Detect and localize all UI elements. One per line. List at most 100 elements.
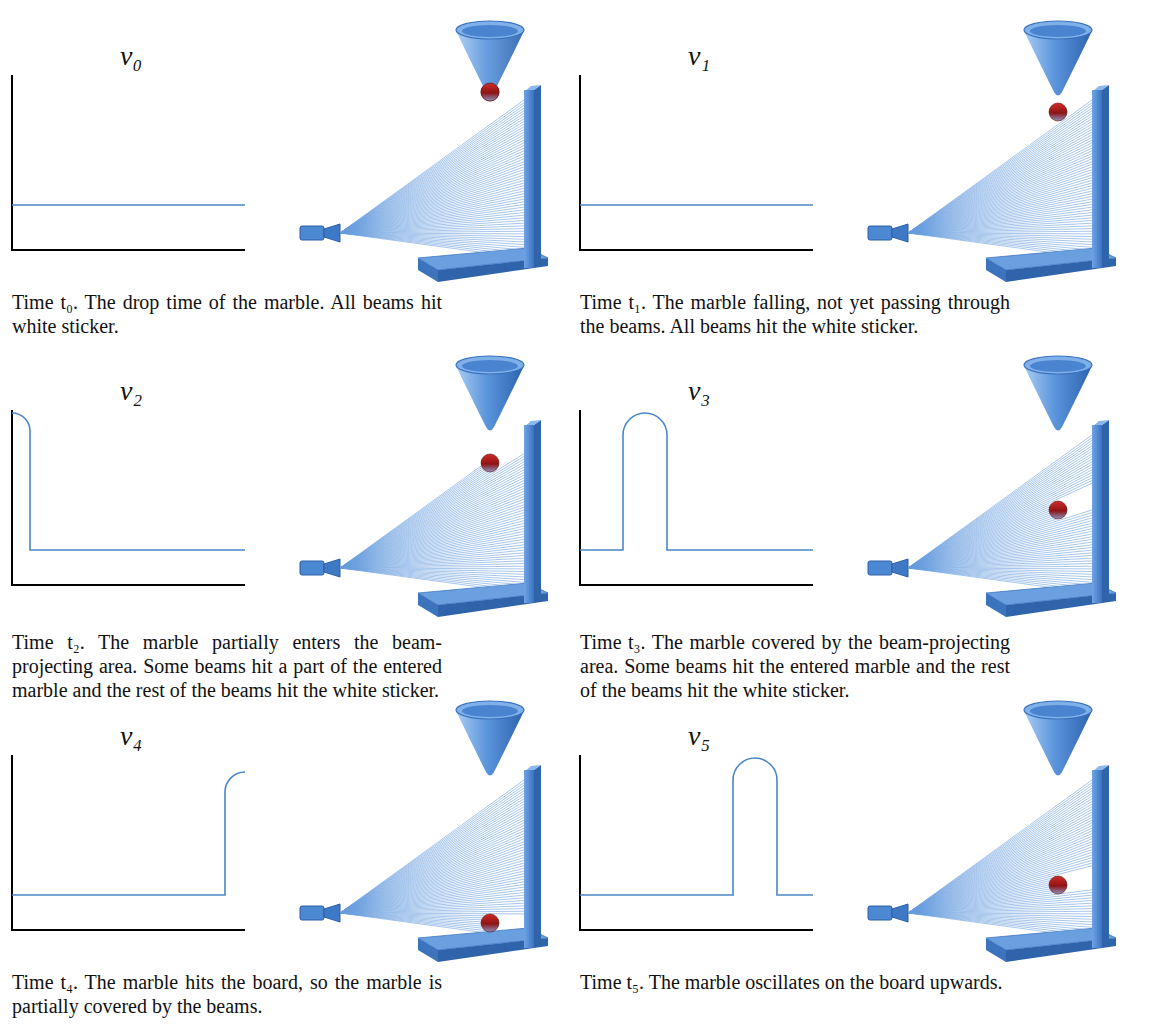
light-beam: [340, 804, 524, 913]
light-beam: [340, 895, 524, 913]
light-beam: [340, 467, 524, 568]
light-beam: [908, 866, 1092, 913]
panel-illustration: [580, 21, 1116, 282]
light-beam: [908, 855, 1092, 913]
light-beam: [908, 438, 1092, 568]
light-beam: [340, 119, 524, 233]
light-beam: [340, 196, 524, 233]
light-beam: [908, 233, 1092, 247]
funnel: [1024, 711, 1092, 776]
light-beam: [908, 895, 1092, 913]
light-beam: [340, 568, 524, 585]
light-beam: [908, 146, 1092, 233]
light-beam: [908, 911, 1092, 913]
light-beam: [340, 462, 524, 568]
light-beam: [908, 561, 1092, 568]
board-panel: [1102, 765, 1109, 948]
funnel-rim: [456, 701, 524, 719]
light-beam: [908, 913, 1092, 922]
light-beam: [340, 194, 524, 233]
panel-illustration: [580, 701, 1116, 962]
board-panel: [524, 770, 534, 948]
light-beam: [908, 151, 1092, 233]
light-beam: [908, 459, 1092, 568]
light-beam: [340, 154, 524, 233]
light-beam: [908, 531, 1092, 568]
light-beam: [908, 221, 1092, 233]
light-beam: [340, 817, 524, 913]
light-beam: [340, 839, 524, 913]
light-beam: [908, 154, 1092, 233]
projector: [300, 906, 324, 920]
marble: [1049, 103, 1067, 121]
light-beam: [340, 470, 524, 568]
light-beam: [908, 901, 1092, 913]
light-beam: [908, 568, 1092, 582]
plot-axes: [12, 755, 245, 930]
projector-lens: [324, 559, 340, 577]
light-beam: [340, 809, 524, 913]
light-beam: [340, 108, 524, 233]
light-beam: [340, 146, 524, 233]
light-beam: [908, 842, 1092, 913]
funnel: [1024, 366, 1092, 431]
light-beam: [908, 809, 1092, 913]
light-beam: [908, 233, 1092, 255]
light-beam: [340, 218, 524, 233]
light-beam: [340, 909, 524, 913]
light-beam: [908, 913, 1092, 930]
light-beam: [908, 568, 1092, 577]
projector: [300, 226, 324, 240]
light-beam: [340, 215, 524, 233]
light-beam: [340, 212, 524, 233]
marble: [481, 454, 499, 472]
light-beam: [340, 568, 524, 588]
light-beam: [908, 913, 1092, 935]
light-beam: [908, 116, 1092, 233]
light-beam: [908, 568, 1092, 593]
light-beam: [340, 127, 524, 233]
light-beam: [908, 526, 1092, 568]
light-beam: [908, 890, 1092, 913]
projector: [868, 906, 892, 920]
light-beam: [340, 491, 524, 568]
light-beam: [908, 233, 1092, 253]
light-beam: [908, 467, 1092, 568]
light-beam: [340, 553, 524, 568]
light-beam: [340, 823, 524, 913]
light-beam: [908, 534, 1092, 568]
light-beam: [340, 828, 524, 913]
light-beam: [908, 210, 1092, 233]
board-panel: [1092, 425, 1102, 603]
light-beam: [908, 127, 1092, 233]
light-beam: [340, 199, 524, 233]
funnel-opening: [462, 25, 518, 37]
board-panel: [1102, 420, 1109, 603]
light-beam: [908, 823, 1092, 913]
light-beam: [908, 456, 1092, 568]
funnel: [456, 711, 524, 776]
funnel-opening: [462, 705, 518, 717]
light-beam: [908, 547, 1092, 568]
light-beam: [340, 882, 524, 913]
panel-label: v₅: [688, 720, 710, 752]
light-beam: [340, 906, 524, 913]
light-beam: [908, 556, 1092, 568]
light-beam: [908, 839, 1092, 913]
marble: [1049, 876, 1067, 894]
light-beam: [340, 116, 524, 233]
light-beam: [908, 550, 1092, 568]
light-beam: [340, 210, 524, 233]
light-beam: [340, 852, 524, 913]
light-beam: [908, 817, 1092, 913]
marble: [481, 914, 499, 932]
plot-axes: [12, 75, 245, 250]
light-beam: [908, 143, 1092, 233]
light-beam: [340, 478, 524, 568]
light-beam: [340, 510, 524, 568]
light-beam: [908, 105, 1092, 233]
light-beam: [340, 529, 524, 568]
light-beam: [340, 911, 524, 913]
